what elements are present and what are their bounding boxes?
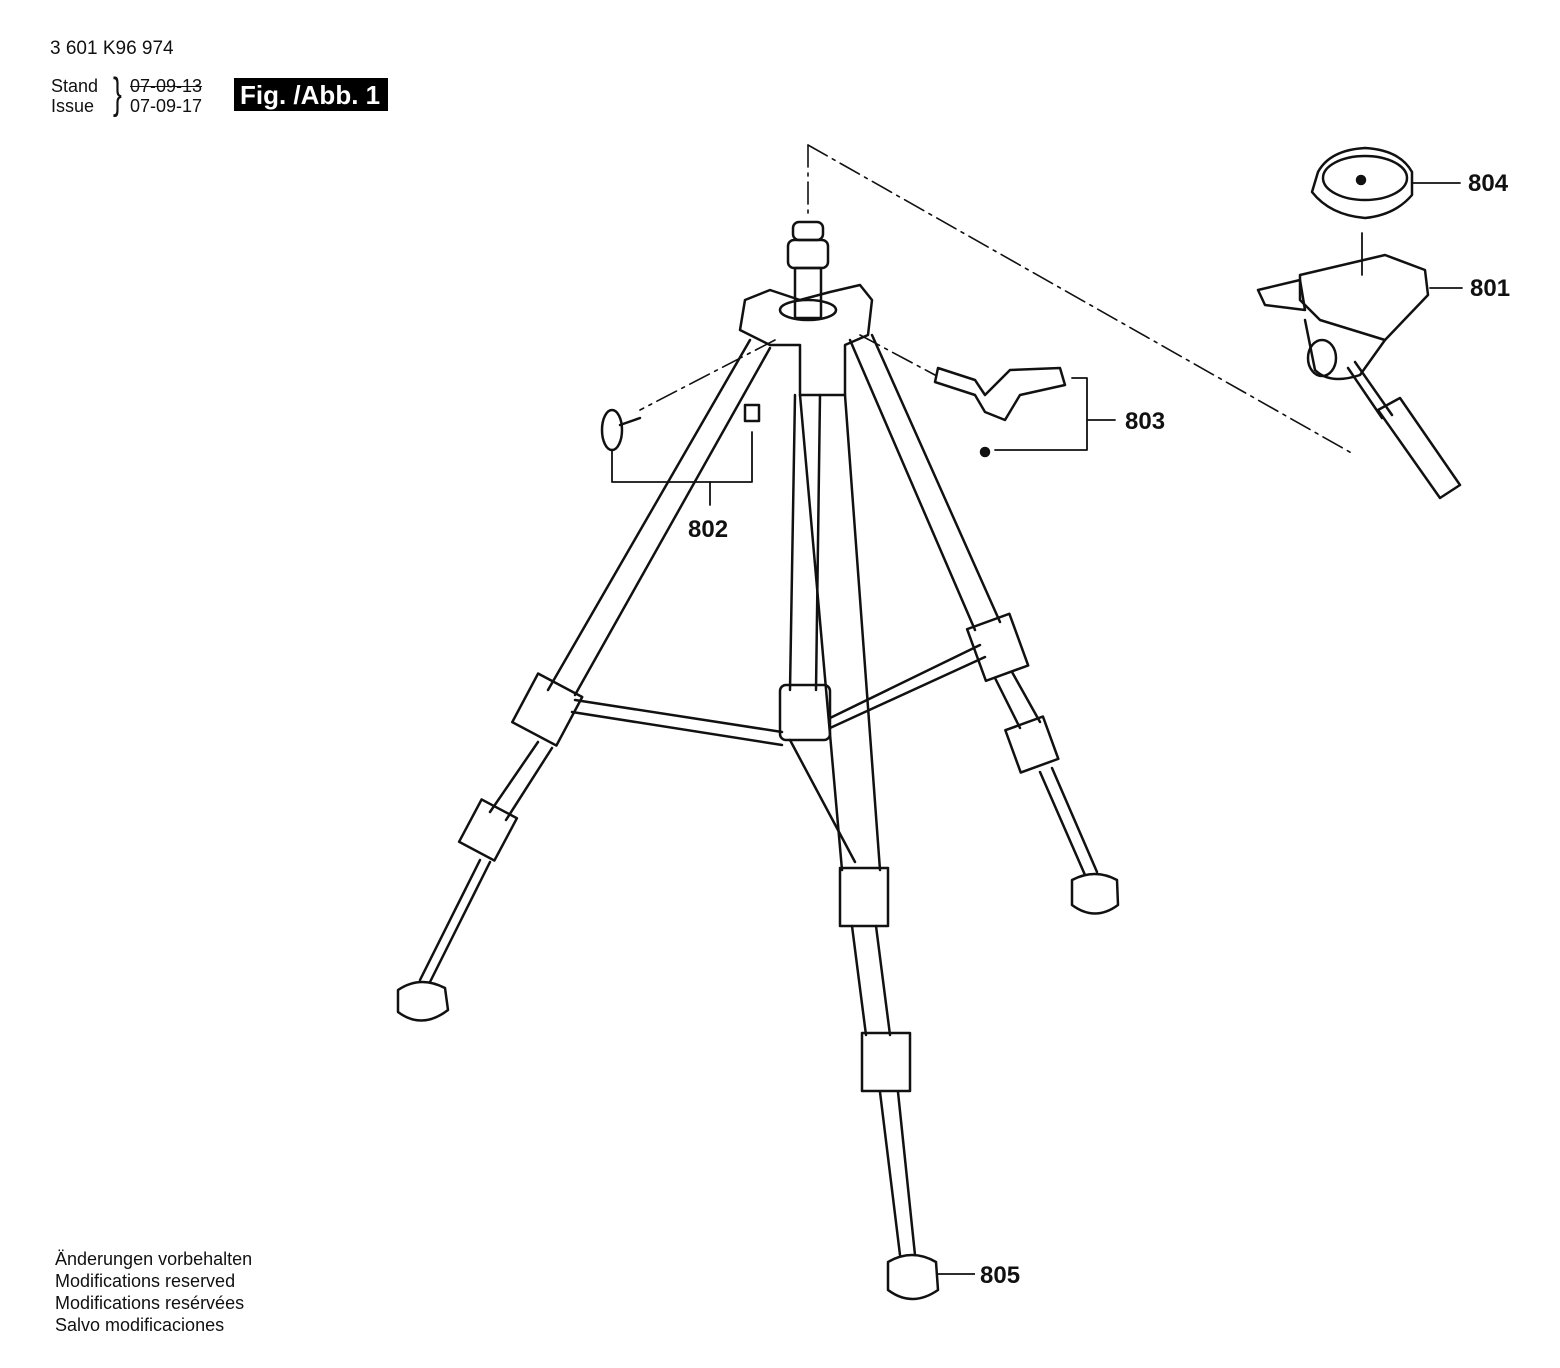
figure-label: Fig. /Abb. 1	[234, 78, 389, 111]
callout-802: 802	[688, 516, 729, 543]
stand-label: Stand	[51, 76, 99, 96]
footer-notice: Änderungen vorbehalten Modifications res…	[55, 1248, 252, 1336]
callout-804: 804	[1468, 170, 1509, 197]
footer-line-de: Änderungen vorbehalten	[55, 1249, 253, 1269]
callout-801: 801	[1470, 275, 1511, 302]
footer-line-en: Modifications reserved	[55, 1271, 236, 1291]
part-number: 3 601 K96 974	[50, 38, 174, 59]
brace-symbol: }	[112, 69, 122, 118]
issue-label: Issue	[51, 96, 95, 116]
footer-line-fr: Modifications resérvées	[55, 1293, 245, 1313]
stand-date: 07-09-13	[130, 76, 203, 96]
callout-805: 805	[980, 1262, 1021, 1289]
footer-line-es: Salvo modificaciones	[55, 1315, 225, 1335]
callout-803: 803	[1125, 408, 1166, 435]
issue-date: 07-09-17	[130, 96, 203, 116]
